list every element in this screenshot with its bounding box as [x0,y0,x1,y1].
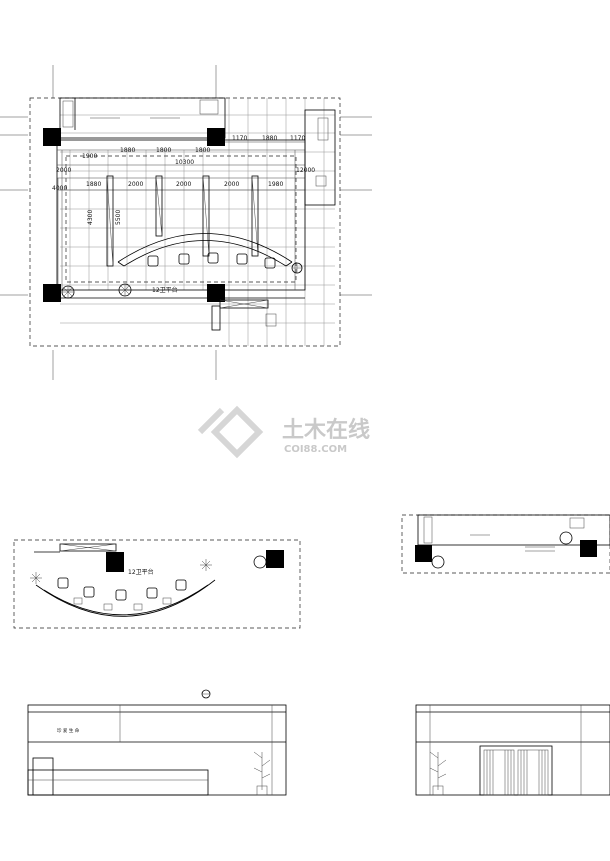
dim-row2-5: 1980 [268,181,283,188]
watermark-cn: 土木在线 [282,417,370,443]
left-elevation: 珍 爱 生 命 [27,689,287,796]
dim-row2-3: 2000 [176,181,191,188]
top-room-strip [59,97,226,139]
dim-left-a: 2000 [56,167,71,174]
dim-row1-3: 1800 [156,147,171,154]
watermark-logo-icon [210,405,264,459]
dim-vert-a: 4300 [87,210,94,225]
plan-dimension-text: 1170 1880 1170 1900 1880 1800 1800 10300… [52,135,315,294]
main-floor-plan: 1170 1880 1170 1900 1880 1800 1800 10300… [0,65,372,380]
curved-counter [117,233,293,267]
hall-outline [56,139,306,291]
right-small-plan [401,514,610,574]
dim-row1-2: 1880 [120,147,135,154]
dim-vert-b: 5500 [115,210,122,225]
detail-counter-label: 12卫平台 [128,568,154,576]
watermark: 土木在线 COI88.COM [197,405,370,459]
hall-inner-dashed [65,155,297,283]
dim-row1-1: 1900 [82,153,97,160]
dim-row2-1: 1880 [86,181,101,188]
bottom-equipment [60,297,305,331]
right-elevation [415,704,610,796]
dim-row2-4: 2000 [224,181,239,188]
axis-lines [0,65,372,380]
dim-row2-2: 2000 [128,181,143,188]
elevation-title: 珍 爱 生 命 [57,727,80,734]
dim-row1-4: 1800 [195,147,210,154]
dim-top-2: 1880 [262,135,277,142]
chairs [147,252,276,269]
dim-top-1: 1170 [232,135,247,142]
dim-right: 12000 [296,167,315,174]
dimension-lines [57,141,305,290]
dim-left-b: 4000 [52,185,67,192]
detail-plan-counter: 12卫平台 [13,539,301,629]
plant-icons [61,262,303,299]
plan-counter-label: 12卫平台 [152,286,178,294]
dim-top-3: 1170 [290,135,305,142]
right-side-room [304,109,336,206]
structural-columns [43,128,225,302]
watermark-en: COI88.COM [284,444,347,455]
plant-icon-right-elevation [429,751,447,796]
plant-icon-left-elevation [253,751,271,796]
dim-total: 10300 [175,159,194,166]
hatched-beams [106,175,259,267]
